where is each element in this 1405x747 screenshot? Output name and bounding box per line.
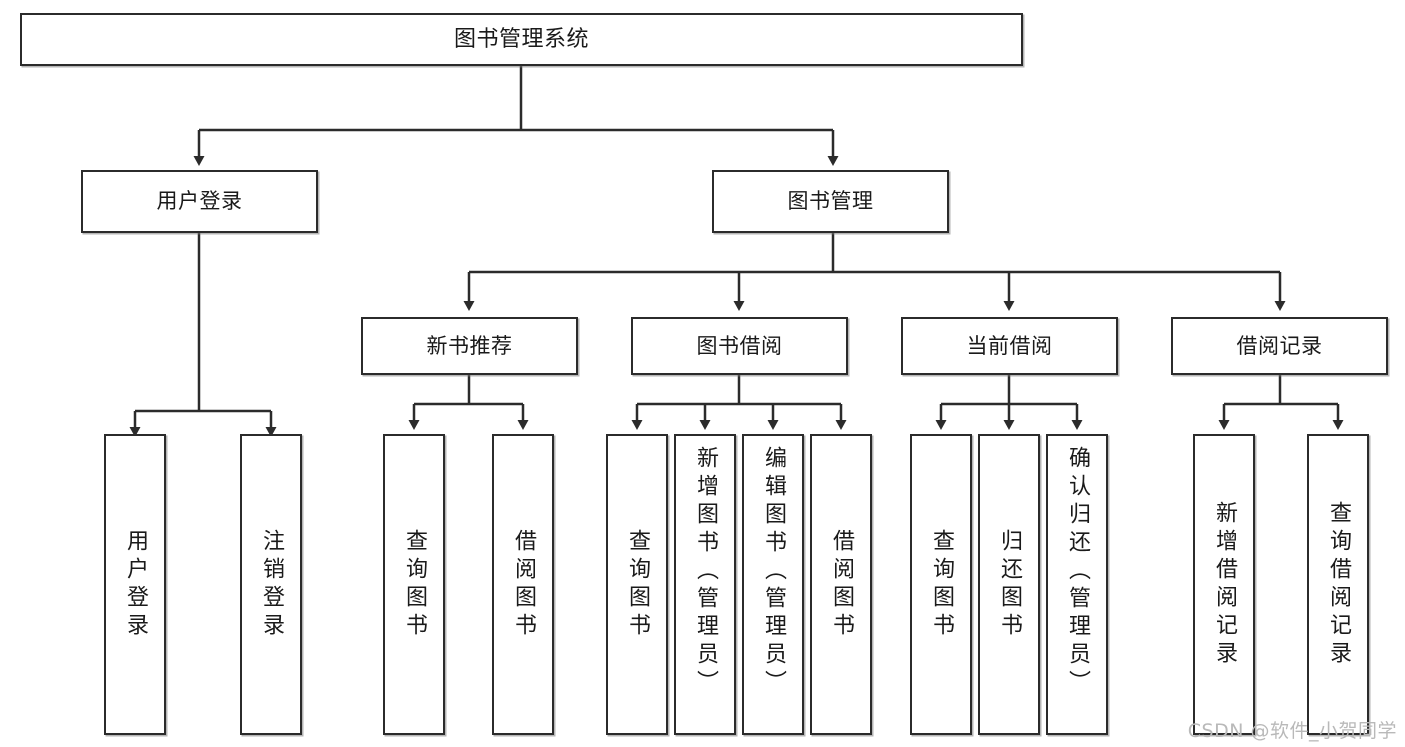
node-label: 查询图书 — [402, 528, 427, 641]
node-book-management[interactable]: 图书管理 — [712, 170, 949, 233]
node-label: 用户登录 — [156, 189, 243, 214]
node-label: 新增借阅记录 — [1212, 500, 1237, 669]
leaf-borrow-borrow-book[interactable]: 借阅图书 — [810, 434, 872, 735]
leaf-borrow-edit-book-admin[interactable]: 编辑图书（管理员） — [742, 434, 804, 735]
node-label: 图书管理 — [787, 189, 874, 214]
node-label: 查询图书 — [929, 528, 954, 641]
node-book-borrow[interactable]: 图书借阅 — [631, 317, 848, 375]
node-label: 新书推荐 — [426, 333, 513, 358]
node-label: 查询图书 — [625, 528, 650, 641]
node-current-borrow[interactable]: 当前借阅 — [901, 317, 1118, 375]
node-label: 当前借阅 — [966, 333, 1053, 358]
leaf-current-confirm-return-admin[interactable]: 确认归还（管理员） — [1046, 434, 1108, 735]
node-label: 归还图书 — [997, 528, 1022, 641]
node-label: 图书借阅 — [696, 333, 783, 358]
csdn-watermark: CSDN @软件_小贺同学 — [1187, 720, 1397, 742]
node-borrow-record[interactable]: 借阅记录 — [1171, 317, 1388, 375]
node-label: 注销登录 — [259, 528, 284, 641]
node-root-system[interactable]: 图书管理系统 — [20, 13, 1023, 66]
leaf-borrow-add-book-admin[interactable]: 新增图书（管理员） — [674, 434, 736, 735]
leaf-borrow-query-book[interactable]: 查询图书 — [606, 434, 668, 735]
leaf-current-return-book[interactable]: 归还图书 — [978, 434, 1040, 735]
node-label: 查询借阅记录 — [1326, 500, 1351, 669]
leaf-new-book-query[interactable]: 查询图书 — [383, 434, 445, 735]
leaf-current-query-book[interactable]: 查询图书 — [910, 434, 972, 735]
node-label: 确认归还（管理员） — [1065, 446, 1090, 698]
leaf-user-login-logout[interactable]: 注销登录 — [240, 434, 302, 735]
node-label: 借阅图书 — [829, 528, 854, 641]
node-label: 编辑图书（管理员） — [761, 446, 786, 698]
node-label: 图书管理系统 — [453, 26, 589, 52]
node-new-book-recommend[interactable]: 新书推荐 — [361, 317, 578, 375]
node-label: 借阅图书 — [511, 528, 536, 641]
node-label: 新增图书（管理员） — [693, 446, 718, 698]
node-label: 用户登录 — [123, 528, 148, 641]
leaf-user-login-login[interactable]: 用户登录 — [104, 434, 166, 735]
node-user-login[interactable]: 用户登录 — [81, 170, 318, 233]
leaf-record-add-record[interactable]: 新增借阅记录 — [1193, 434, 1255, 735]
leaf-record-query-record[interactable]: 查询借阅记录 — [1307, 434, 1369, 735]
node-label: 借阅记录 — [1236, 333, 1323, 358]
leaf-new-book-borrow[interactable]: 借阅图书 — [492, 434, 554, 735]
